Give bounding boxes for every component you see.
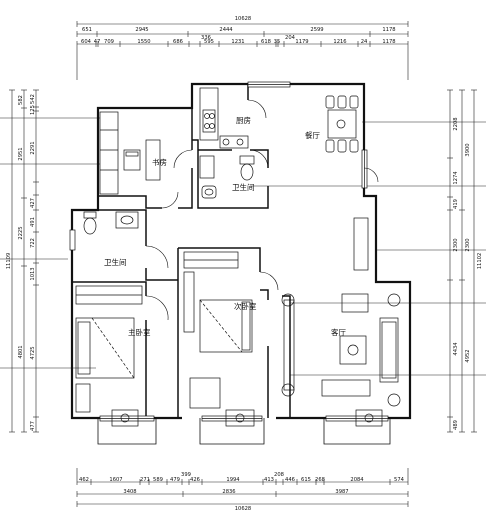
windows bbox=[69, 81, 389, 422]
left-dimension-labels: 11109 582 2951 2225 4801 542 125 2291 42… bbox=[6, 94, 36, 431]
left-dim: 477 bbox=[30, 421, 36, 431]
bottom-dim: 268 bbox=[315, 477, 325, 483]
left-dim: 1013 bbox=[30, 267, 36, 280]
top-dim: 1216 bbox=[333, 39, 346, 45]
top-dim: 604 bbox=[81, 39, 92, 45]
bottom-dimension-labels: 462 1607 271 589 479 399 426 1994 413 20… bbox=[79, 472, 405, 512]
room-label-bath-west: 卫生间 bbox=[104, 257, 127, 267]
study-furniture bbox=[99, 111, 161, 195]
top-dim: 1550 bbox=[137, 39, 150, 45]
right-total-dim: 11102 bbox=[477, 253, 483, 270]
room-label-living-room: 客厅 bbox=[331, 327, 346, 337]
center-bath-fixtures bbox=[199, 155, 255, 199]
top-dim: 686 bbox=[173, 39, 183, 45]
room-labels: 厨房 餐厅 书房 卫生间 卫生间 主卧室 次卧室 客厅 bbox=[104, 115, 346, 337]
right-dim: 419 bbox=[453, 199, 459, 209]
right-dim: 2208 bbox=[453, 117, 459, 130]
top-dim: 24 bbox=[361, 39, 368, 45]
top-dim: 2945 bbox=[135, 27, 148, 33]
exterior-walls bbox=[70, 82, 412, 420]
top-dim: 618 bbox=[261, 39, 271, 45]
kitchen-furniture bbox=[199, 87, 249, 149]
top-dim: 35 bbox=[274, 39, 281, 45]
left-dim: 2291 bbox=[30, 141, 36, 154]
balconies bbox=[97, 418, 391, 445]
left-dim: 427 bbox=[30, 198, 36, 208]
right-dim: 4952 bbox=[465, 349, 471, 362]
left-dim: 542 bbox=[30, 94, 36, 104]
top-dim: 336 bbox=[201, 35, 211, 41]
bottom-dimensions bbox=[76, 468, 409, 507]
top-dim: 651 bbox=[82, 27, 92, 33]
bottom-dim: 413 bbox=[264, 477, 274, 483]
top-total-dim: 10628 bbox=[235, 16, 252, 22]
left-dimensions bbox=[0, 89, 100, 433]
room-label-bath-center: 卫生间 bbox=[232, 182, 255, 192]
bottom-dim: 426 bbox=[190, 477, 200, 483]
left-total-dim: 11109 bbox=[6, 253, 12, 270]
right-dimension-labels: 11102 3900 2300 4952 2208 1274 419 2300 … bbox=[453, 117, 483, 430]
left-dim: 4801 bbox=[18, 345, 24, 358]
top-dim: 595 bbox=[204, 39, 214, 45]
top-dim: 1178 bbox=[382, 39, 395, 45]
room-label-kitchen: 厨房 bbox=[236, 115, 251, 125]
top-dim: 1179 bbox=[295, 39, 308, 45]
right-dim: 489 bbox=[453, 420, 459, 430]
right-dim: 4434 bbox=[453, 342, 459, 356]
top-dim: 2444 bbox=[219, 27, 233, 33]
left-dim: 582 bbox=[18, 95, 24, 105]
top-dimensions bbox=[76, 21, 409, 80]
right-dim: 1274 bbox=[453, 171, 459, 185]
top-dim: 709 bbox=[104, 39, 114, 45]
bottom-dim: 446 bbox=[285, 477, 295, 483]
left-dim: 125 bbox=[30, 105, 36, 115]
room-label-master-bedroom: 主卧室 bbox=[128, 327, 151, 337]
bottom-dim: 3408 bbox=[123, 489, 136, 495]
dining-furniture bbox=[325, 95, 359, 153]
bottom-dim: 208 bbox=[274, 472, 284, 478]
living-room-furniture bbox=[281, 217, 401, 427]
bottom-total-dim: 10628 bbox=[235, 506, 252, 512]
bottom-dim: 574 bbox=[394, 477, 405, 483]
room-label-study: 书房 bbox=[152, 157, 167, 167]
top-dim: 2599 bbox=[310, 27, 323, 33]
bottom-dim: 615 bbox=[301, 477, 311, 483]
top-dim: 204 bbox=[285, 35, 296, 41]
right-dim: 2300 bbox=[453, 238, 459, 251]
top-dim: 1178 bbox=[382, 27, 395, 33]
bottom-dim: 399 bbox=[181, 472, 191, 478]
bottom-dim: 462 bbox=[79, 477, 89, 483]
left-dim: 722 bbox=[30, 238, 36, 248]
bottom-dim: 1994 bbox=[226, 477, 240, 483]
left-dim: 2951 bbox=[18, 147, 24, 160]
left-dim: 2225 bbox=[18, 226, 24, 239]
right-dim: 2300 bbox=[465, 238, 471, 251]
left-dim: 491 bbox=[30, 217, 36, 227]
right-dimensions bbox=[250, 89, 486, 433]
left-dim: 4725 bbox=[30, 346, 36, 359]
interior-walls bbox=[72, 84, 291, 418]
second-bedroom-furniture bbox=[183, 251, 255, 427]
bottom-dim: 589 bbox=[153, 477, 163, 483]
bottom-dim: 1607 bbox=[109, 477, 122, 483]
door-swings bbox=[145, 99, 379, 321]
west-bath-fixtures bbox=[83, 211, 139, 235]
top-dimension-labels: 10628 651 2945 2444 2599 1178 604 47 709… bbox=[81, 16, 396, 45]
room-label-dining: 餐厅 bbox=[305, 131, 320, 140]
right-dim: 3900 bbox=[465, 143, 471, 156]
top-dim: 1231 bbox=[231, 39, 244, 45]
bottom-dim: 3987 bbox=[335, 489, 348, 495]
bottom-dim: 271 bbox=[140, 477, 150, 483]
top-dim: 47 bbox=[94, 39, 101, 45]
room-label-second-bedroom: 次卧室 bbox=[234, 301, 257, 311]
bottom-dim: 479 bbox=[170, 477, 180, 483]
bottom-dim: 2836 bbox=[222, 489, 235, 495]
master-bedroom-furniture bbox=[75, 285, 143, 427]
bottom-dim: 2084 bbox=[350, 477, 364, 483]
